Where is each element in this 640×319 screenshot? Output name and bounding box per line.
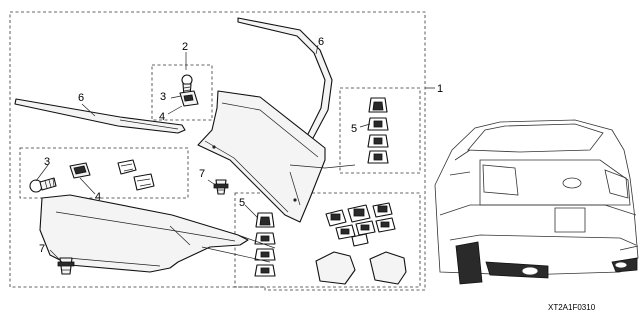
mud-flap-right [369,251,407,285]
lower-spoiler [39,194,249,273]
trim-strip-left [14,98,186,134]
retainer-stack-upper [367,117,389,164]
callout-7-upper: 7 [199,168,205,180]
callout-3-upper: 3 [160,91,166,103]
vehicle-rear-illustration [434,119,639,285]
part-code: XT2A1F0310 [548,303,596,312]
garnish-center-panel [197,90,326,223]
callout-6-left: 6 [78,92,84,104]
callout-2: 2 [182,41,188,53]
callout-3-lower: 3 [44,156,50,168]
leader-lines [35,44,435,263]
retainer-5-upper [368,97,388,113]
kit-boundary [9,11,426,291]
callout-6-right: 6 [318,36,324,48]
hardware-kit-box-2 [151,64,213,121]
push-clip-7-lower [57,257,75,275]
callout-4-upper: 4 [159,111,165,123]
screw-3-lower [29,177,57,193]
panel-hole-1 [212,145,216,149]
lower-spoiler-edge [55,211,236,267]
retainer-5-lower [255,212,275,228]
spring-clip-2 [133,173,155,191]
callout-1: 1 [437,83,443,95]
spring-clip-1 [117,159,137,175]
panel-hole-2 [293,198,297,202]
retainer-stack-lower [254,232,276,277]
mud-flap-left [315,251,356,285]
callout-5-upper: 5 [351,123,357,135]
hardware-kit-box-left [19,147,189,199]
callout-7-lower: 7 [39,243,45,255]
push-clip-7-upper [213,179,229,195]
clip-kit-box-lower [234,192,421,288]
trim-strip-left-edge [119,119,179,130]
clip-kit-box-upper [339,87,421,174]
clip-group-lower [325,202,396,247]
grommet-4-upper [179,90,199,107]
grommet-4-lower [69,162,91,179]
callout-5-lower: 5 [239,197,245,209]
callout-4-lower: 4 [95,191,101,203]
